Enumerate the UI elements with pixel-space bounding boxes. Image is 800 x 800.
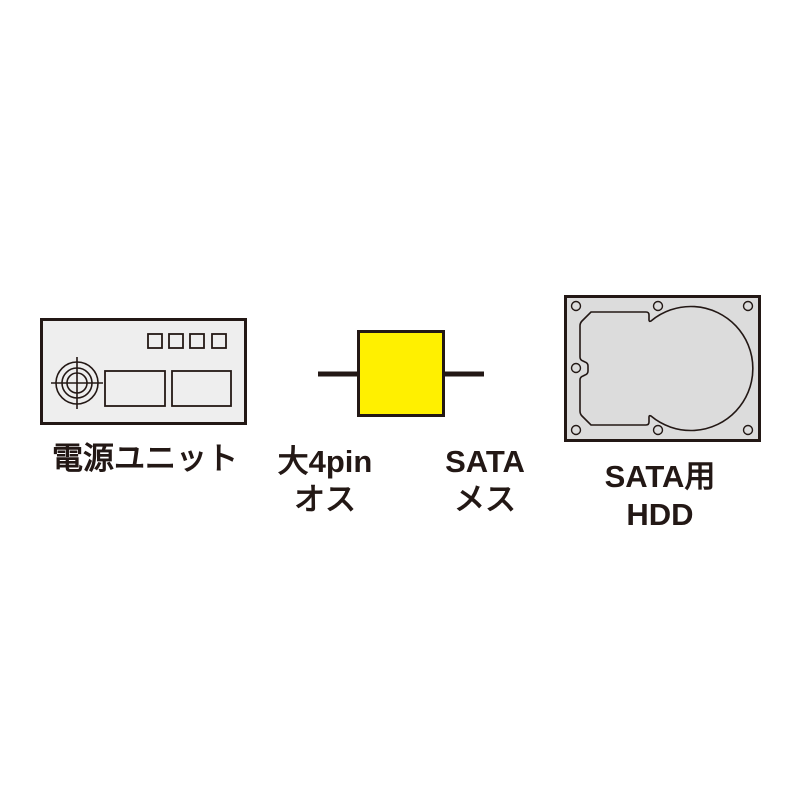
power-supply-label-text: 電源ユニット xyxy=(52,441,238,476)
connector-right-label: SATA メス xyxy=(415,443,555,519)
connector-right-line1: SATA xyxy=(445,444,525,479)
connector-left-line2: オス xyxy=(294,482,356,517)
connector-left-label: 大4pin オス xyxy=(255,443,395,519)
fan-icon xyxy=(51,357,103,409)
power-supply-label: 電源ユニット xyxy=(40,440,250,478)
adapter-connector-icon xyxy=(318,330,484,417)
connector-left-line1: 大4pin xyxy=(277,444,373,479)
connector-right-line2: メス xyxy=(454,482,516,517)
power-supply-unit-icon xyxy=(40,318,247,425)
hdd-label-line1: SATA用 xyxy=(604,459,716,494)
hdd-label: SATA用 HDD xyxy=(580,458,740,534)
hard-disk-drive-icon xyxy=(564,295,761,442)
hdd-label-line2: HDD xyxy=(626,497,694,532)
